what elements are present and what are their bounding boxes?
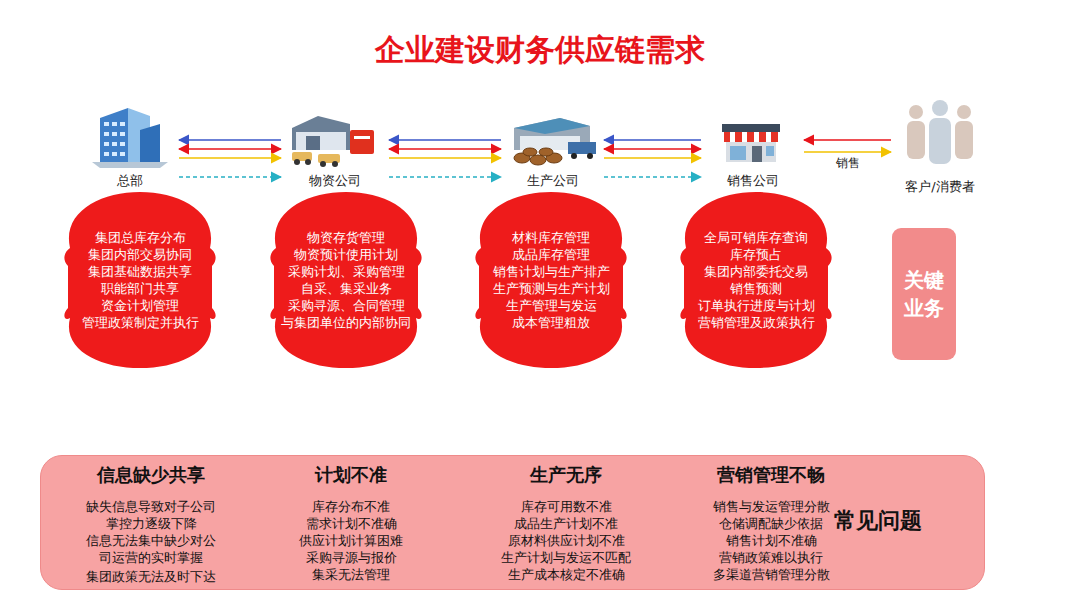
business-item: 自采、集采业务 (301, 280, 392, 297)
problem-item: 成品生产计划不准 (466, 515, 666, 532)
blob-text-column: 全局可销库存查询库存预占集团内部委托交易销售预测订单执行进度与计划营销管理及政策… (676, 190, 836, 370)
business-item: 集团内部委托交易 (704, 263, 808, 280)
business-item: 管理政策制定并执行 (82, 314, 199, 331)
flow-arrow (389, 139, 501, 141)
problem-column: 信息缺少共享缺失信息导致对子公司 掌控力逐级下降信息无法集中缺少对公 司运营的实… (51, 462, 251, 585)
business-item: 物资存货管理 (307, 229, 385, 246)
problem-item: 原材料供应计划不准 (466, 532, 666, 549)
problem-item: 集采无法管理 (251, 566, 451, 583)
problem-item: 库存可用数不准 (466, 498, 666, 515)
blob-shape (60, 190, 220, 370)
business-blob: 材料库存管理成品库存管理销售计划与生产排产生产预测与生产计划生产管理与发运成本管… (471, 190, 631, 370)
factory-icon (514, 118, 596, 165)
blob-text-column: 材料库存管理成品库存管理销售计划与生产排产生产预测与生产计划生产管理与发运成本管… (471, 190, 631, 370)
business-item: 营销管理及政策执行 (698, 314, 815, 331)
problem-item: 生产计划与发运不匹配 (466, 549, 666, 566)
entity-node: 总部 (85, 100, 175, 188)
problem-title: 常见问题 (818, 506, 938, 536)
problem-heading: 生产无序 (466, 462, 666, 488)
flow-arrow (389, 176, 501, 178)
warehouse-icon (292, 116, 374, 167)
key-business-label: 关键业务 (904, 266, 944, 322)
entity-node: 销售公司 (705, 100, 800, 188)
hq-building (92, 108, 168, 168)
entity-label: 物资公司 (285, 173, 385, 188)
problem-column: 生产无序库存可用数不准成品生产计划不准原材料供应计划不准生产计划与发运不匹配生产… (466, 462, 666, 583)
flow-arrow (389, 157, 501, 159)
flow-arrow (604, 157, 701, 159)
business-item: 集团内部交易协同 (88, 246, 192, 263)
entity-label: 总部 (85, 173, 175, 188)
business-blob: 全局可销库存查询库存预占集团内部委托交易销售预测订单执行进度与计划营销管理及政策… (676, 190, 836, 370)
problem-item: 缺失信息导致对子公司 掌控力逐级下降 (83, 498, 218, 532)
business-item: 成本管理粗放 (512, 314, 590, 331)
item-row: 信息无法集中缺少对公 司运营的实时掌握 (51, 532, 251, 566)
item-row: 集团政策无法及时下达 (51, 566, 251, 585)
flow-arrow (389, 148, 501, 150)
business-item: 采购计划、采购管理 (288, 263, 405, 280)
flow-arrow (179, 148, 281, 150)
entity-label: 生产公司 (505, 173, 600, 188)
blob-shape (471, 190, 631, 370)
flow-arrow (604, 148, 701, 150)
flow-arrow (179, 176, 281, 178)
key-business-box: 关键业务 (892, 228, 956, 360)
business-item: 资金计划管理 (101, 297, 179, 314)
business-item: 集团总库存分布 (95, 229, 186, 246)
flow-arrow (179, 139, 281, 141)
blob-text-column: 集团总库存分布集团内部交易协同集团基础数据共享职能部门共享资金计划管理管理政策制… (60, 190, 220, 370)
business-blob: 物资存货管理物资预计使用计划采购计划、采购管理自采、集采业务采购寻源、合同管理与… (266, 190, 426, 370)
problem-item: 供应计划计算困难 (251, 532, 451, 549)
problem-band: 信息缺少共享缺失信息导致对子公司 掌控力逐级下降信息无法集中缺少对公 司运营的实… (40, 455, 985, 590)
business-item: 物资预计使用计划 (294, 246, 398, 263)
edge-label: 销售 (834, 156, 862, 170)
business-item: 销售预测 (730, 280, 782, 297)
business-item: 与集团单位的内部协同 (281, 314, 411, 331)
business-item: 职能部门共享 (101, 280, 179, 297)
problem-column: 计划不准库存分布不准需求计划不准确供应计划计算困难采购寻源与报价集采无法管理 (251, 462, 451, 583)
flow-arrow (179, 157, 281, 159)
problem-item: 销售计划不准确 (671, 532, 871, 549)
entity-node: 生产公司 (505, 100, 600, 188)
business-item: 成品库存管理 (512, 246, 590, 263)
business-item: 材料库存管理 (512, 229, 590, 246)
problem-item: 采购寻源与报价 (251, 549, 451, 566)
blob-shape (266, 190, 426, 370)
business-item: 全局可销库存查询 (704, 229, 808, 246)
problem-item: 信息无法集中缺少对公 司运营的实时掌握 (83, 532, 218, 566)
entity-label: 销售公司 (705, 173, 800, 188)
entity-node: 物资公司 (285, 100, 385, 188)
blob-shape (676, 190, 836, 370)
business-item: 订单执行进度与计划 (698, 297, 815, 314)
store-icon (722, 124, 780, 162)
entity-node: 客户/消费者 (895, 98, 985, 194)
flow-arrow (804, 151, 891, 153)
flow-arrow (604, 176, 701, 178)
business-item: 销售计划与生产排产 (493, 263, 610, 280)
problem-heading: 营销管理不畅 (671, 462, 871, 488)
business-item: 库存预占 (730, 246, 782, 263)
problem-heading: 信息缺少共享 (51, 462, 251, 488)
flow-arrow (804, 139, 891, 141)
problem-item: 需求计划不准确 (251, 515, 451, 532)
problem-heading: 计划不准 (251, 462, 451, 488)
item-row: 缺失信息导致对子公司 掌控力逐级下降 (51, 498, 251, 532)
problem-item: 库存分布不准 (251, 498, 451, 515)
business-item: 生产管理与发运 (506, 297, 597, 314)
customers-icon (907, 100, 973, 164)
problem-column: 常见问题 (818, 506, 938, 536)
problem-item: 生产成本核定不准确 (466, 566, 666, 583)
diagram-title: 企业建设财务供应链需求 (0, 30, 1080, 71)
entity-label: 客户/消费者 (905, 179, 975, 194)
flow-arrow (604, 139, 701, 141)
problem-item: 营销政策难以执行 (671, 549, 871, 566)
blob-text-column: 物资存货管理物资预计使用计划采购计划、采购管理自采、集采业务采购寻源、合同管理与… (266, 190, 426, 370)
business-item: 采购寻源、合同管理 (288, 297, 405, 314)
business-item: 生产预测与生产计划 (493, 280, 610, 297)
business-blob: 集团总库存分布集团内部交易协同集团基础数据共享职能部门共享资金计划管理管理政策制… (60, 190, 220, 370)
business-item: 集团基础数据共享 (88, 263, 192, 280)
problem-item: 集团政策无法及时下达 (83, 568, 218, 585)
problem-item: 多渠道营销管理分散 (671, 566, 871, 583)
